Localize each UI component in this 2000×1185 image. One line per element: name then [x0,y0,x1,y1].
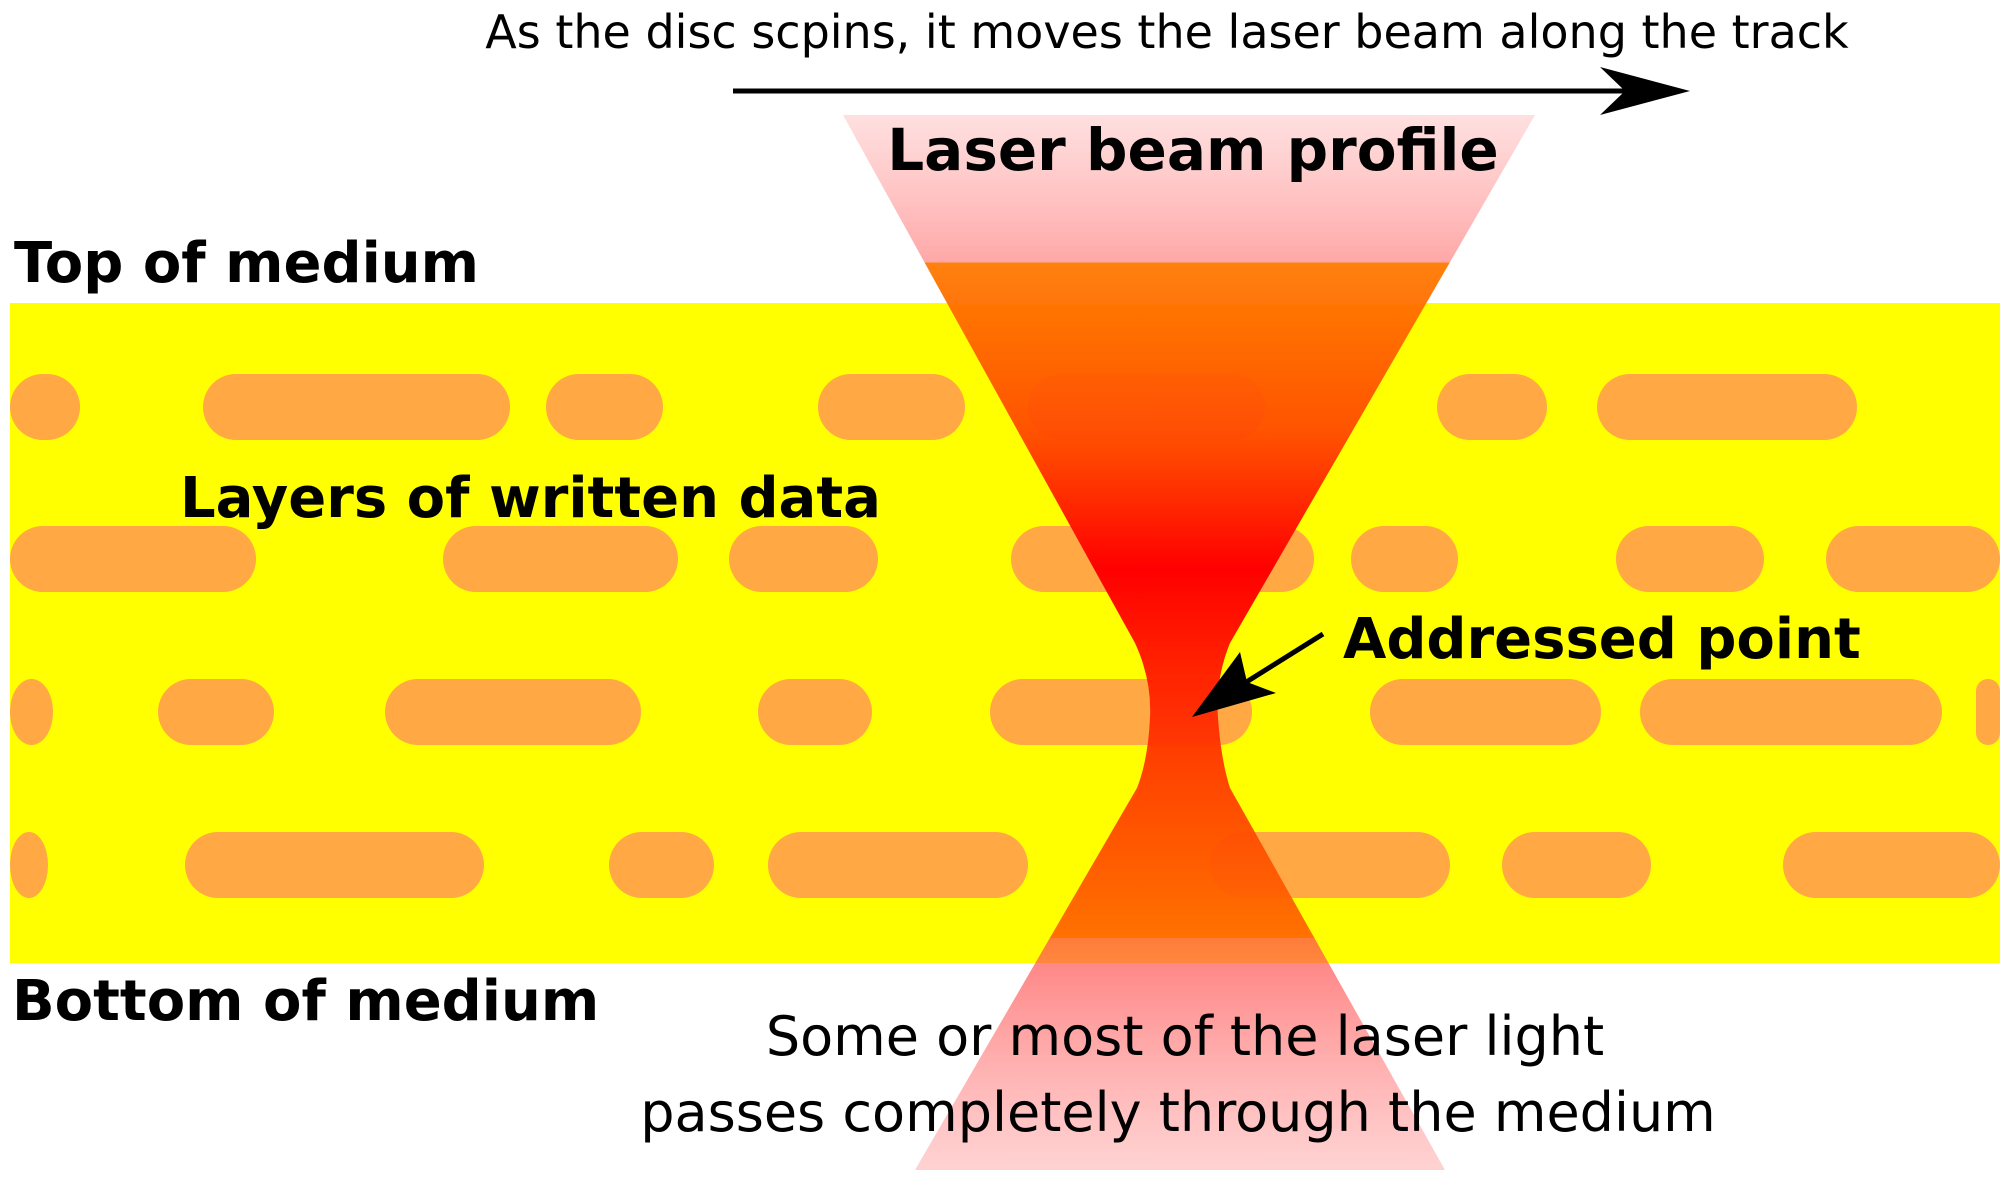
beam-title: Laser beam profile [887,116,1499,184]
data-layer-3 [10,679,2000,745]
motion-caption: As the disc scpins, it moves the laser b… [485,5,1849,59]
laser-beam-profile [843,115,1535,1170]
addressed-point-arrow [1192,631,1325,717]
bottom-of-medium-label: Bottom of medium [12,969,599,1034]
top-of-medium-label: Top of medium [14,231,479,296]
passthrough-caption-line-2: passes completely through the medium [640,1081,1716,1144]
addressed-point-label: Addressed point [1343,607,1861,672]
motion-arrow [733,67,1690,115]
data-layers-label: Layers of written data [180,466,881,531]
passthrough-caption-line-1: Some or most of the laser light [766,1005,1604,1068]
